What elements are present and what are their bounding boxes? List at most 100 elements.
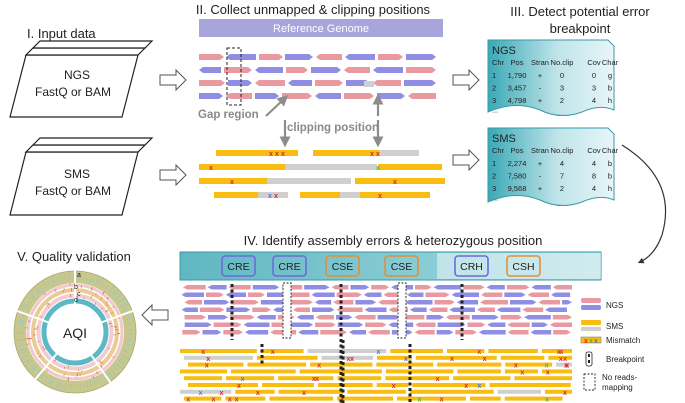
arrow-right-icon [452, 148, 480, 172]
sms-read [402, 164, 442, 170]
sms-read [412, 383, 486, 387]
circos-mark [112, 305, 115, 308]
ngs-read [428, 307, 448, 312]
section-3-title: III. Detect potential error [510, 4, 650, 19]
error-type-label: CRE [227, 261, 249, 273]
circos-tick [57, 278, 60, 283]
circos-tick [56, 381, 60, 388]
circos-tick [95, 277, 99, 285]
table-cell: + [538, 71, 543, 80]
circos-tick [21, 354, 29, 359]
circos-tick [18, 325, 24, 327]
sms-read [188, 383, 259, 387]
circos-tick [28, 300, 33, 304]
circos-mark [37, 341, 40, 343]
sms-read [321, 355, 374, 360]
ngs-read [320, 330, 348, 335]
ngs-read [255, 80, 285, 86]
ngs-read [425, 292, 450, 297]
table-cell: 2,274 [508, 159, 527, 168]
table-cell: 7 [560, 172, 564, 181]
circos-tick [31, 366, 37, 372]
ngs-read [311, 67, 341, 73]
error-type-box [325, 255, 360, 277]
circos-tick [123, 350, 129, 353]
ngs-read [252, 285, 280, 290]
arrow-left-icon [141, 303, 169, 327]
ngs-read [415, 322, 436, 327]
ngs-read [207, 285, 227, 290]
ngs-read [204, 300, 230, 305]
section-2-title: II. Collect unmapped & clipping position… [196, 2, 431, 17]
ngs-read [333, 300, 354, 305]
ngs-read [290, 322, 314, 327]
circos-tick [54, 279, 57, 284]
circos-tick [24, 358, 31, 363]
sms-read [180, 389, 232, 394]
ngs-read [467, 322, 486, 327]
ngs-read [552, 285, 572, 290]
sms-read [300, 192, 340, 198]
ngs-read [345, 54, 375, 60]
mismatch-mark: x [560, 349, 564, 356]
circos-tick [86, 277, 88, 282]
legend-breakpoint-swatch [585, 351, 593, 367]
table-cell: h [608, 96, 612, 105]
svg-text:x: x [594, 338, 598, 345]
ngs-read [480, 300, 508, 305]
mismatch-mark: x [545, 397, 549, 403]
circos-tick [104, 284, 109, 290]
ngs-read [414, 330, 435, 335]
ngs-read [538, 300, 561, 305]
circos-tick [86, 382, 89, 387]
table-cell: g [608, 71, 612, 80]
clipped-part [364, 81, 374, 87]
table-cell: 4 [592, 184, 596, 193]
circos-tick [115, 363, 123, 369]
circos-mark [96, 371, 99, 375]
mismatch-mark: x [563, 356, 567, 363]
arrow-right-icon [159, 68, 187, 92]
ring-label-b: b [74, 284, 78, 291]
svg-text:x: x [589, 338, 593, 345]
mismatch-mark: x [350, 356, 354, 363]
sms-read [385, 369, 454, 374]
table-cell: + [538, 159, 543, 168]
ngs-read [377, 93, 405, 99]
ngs-read [282, 93, 312, 99]
circos-mark [47, 306, 50, 308]
ngs-read [476, 307, 495, 312]
no-reads-box [397, 282, 407, 339]
circos-mark [100, 365, 103, 368]
legend-mismatch-label: Mismatch [606, 336, 640, 345]
mismatch-mark: x [404, 356, 408, 363]
circos-mark [47, 302, 50, 306]
ngs-read [437, 322, 466, 327]
circos-tick [79, 383, 81, 390]
circos-mark [83, 296, 85, 300]
circos-tick [101, 283, 104, 288]
ngs-read [289, 300, 313, 305]
table-ellipsis: ... [492, 106, 498, 115]
table-header: Char [602, 146, 619, 155]
circos-tick [125, 320, 130, 323]
mismatch-mark: x [559, 356, 563, 363]
ngs-read [344, 93, 374, 99]
ngs-read [293, 307, 311, 312]
legend-mismatch-swatch [580, 336, 602, 344]
ngs-read [288, 80, 312, 86]
ngs-read [256, 315, 276, 320]
ngs-read [248, 292, 265, 297]
mismatch-mark: x [256, 390, 260, 397]
sms-read [278, 389, 344, 394]
sms-read [500, 355, 545, 360]
sms-read [258, 192, 288, 198]
ngs-read [286, 67, 308, 73]
sms-read [278, 376, 334, 381]
ngs-read [552, 315, 572, 320]
mismatch-mark: x [376, 165, 380, 172]
ngs-read [213, 322, 242, 327]
circos-mark [38, 315, 43, 318]
